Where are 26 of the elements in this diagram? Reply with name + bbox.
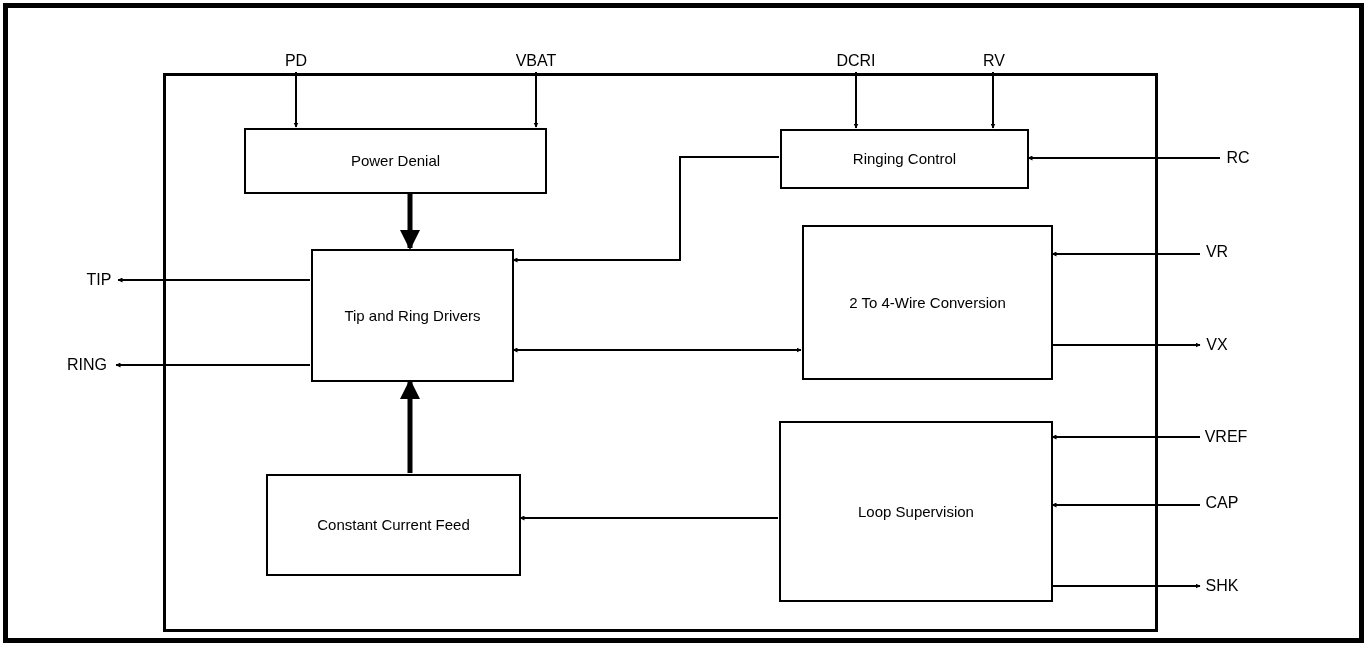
pin-label: RING [58, 354, 116, 376]
pin-label: CAP [1200, 492, 1244, 514]
arrow [533, 71, 539, 128]
pin-label: SHK [1200, 575, 1244, 597]
pin-label: VREF [1200, 426, 1252, 448]
pin-label: RV [978, 50, 1010, 72]
pin-label: DCRI [830, 50, 882, 72]
chip-outline [163, 73, 1158, 632]
arrow [115, 362, 311, 368]
arrow [400, 193, 420, 250]
pin-label: VR [1200, 241, 1234, 263]
pin-label: PD [276, 50, 316, 72]
function-block: Ringing Control [780, 129, 1029, 189]
pin-label: VBAT [510, 50, 562, 72]
pin-label: VX [1200, 334, 1234, 356]
function-block: 2 To 4-Wire Conversion [802, 225, 1053, 380]
arrow [853, 71, 859, 129]
function-block: Tip and Ring Drivers [311, 249, 514, 382]
pin-label: TIP [80, 269, 118, 291]
function-block: Loop Supervision [779, 421, 1053, 602]
arrow [293, 71, 299, 128]
function-block: Power Denial [244, 128, 547, 194]
arrow [990, 71, 996, 129]
arrow [117, 277, 311, 283]
function-block: Constant Current Feed [266, 474, 521, 576]
pin-label: RC [1220, 147, 1256, 169]
